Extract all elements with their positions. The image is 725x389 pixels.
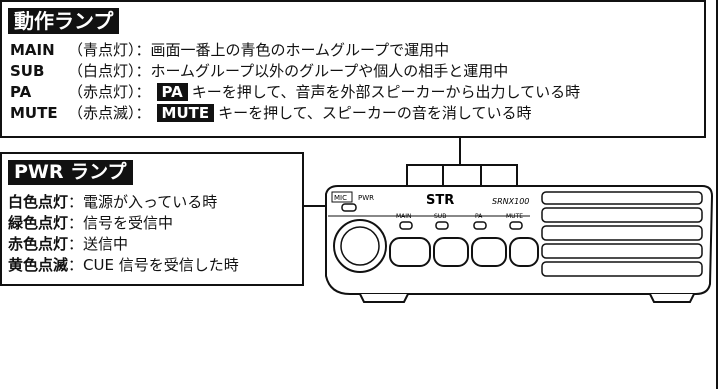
lamp-label-main: MAIN	[396, 213, 412, 220]
status-desc-after: キーを押して、音声を外部スピーカーから出力している時	[191, 83, 581, 101]
speaker-grille-slot	[541, 191, 703, 205]
status-desc: （青点灯）：画面一番上の青色のホームグループで運用中	[68, 41, 450, 59]
status-lamp-panel: 動作ランプ MAIN （青点灯）：画面一番上の青色のホームグループで運用中 SUB…	[0, 0, 706, 138]
pwr-label: PWR	[358, 194, 374, 202]
page-margin-rule	[716, 0, 718, 389]
sub-button[interactable]	[433, 237, 469, 267]
power-state: 黄色点滅	[8, 256, 69, 274]
power-row: 白色点灯：電源が入っている時	[8, 194, 217, 211]
status-code: MUTE	[10, 104, 58, 122]
main-button[interactable]	[389, 237, 431, 267]
mute-button[interactable]	[509, 237, 539, 267]
pwr-lamp	[341, 203, 357, 212]
mic-label: MIC	[334, 194, 347, 202]
brand-logo: STR	[426, 193, 454, 208]
speaker-grille-slot	[541, 261, 703, 277]
pa-button[interactable]	[471, 237, 507, 267]
power-desc: ：信号を受信中	[68, 214, 174, 232]
status-code: SUB	[10, 62, 45, 80]
radio-device-illustration: MIC PWR STR SRNX100 MAIN SUB PA MUTE	[325, 185, 714, 303]
speaker-grille-slot	[541, 225, 703, 241]
power-desc: ：CUE 信号を受信した時	[68, 256, 239, 274]
model-label: SRNX100	[492, 197, 529, 206]
status-desc: （赤点灯）：	[68, 83, 151, 101]
power-row: 赤色点灯：送信中	[8, 236, 128, 253]
power-state: 緑色点灯	[8, 214, 69, 232]
power-lamp-title: PWR ランプ	[8, 160, 133, 185]
status-row-sub: SUB （白点灯）：ホームグループ以外のグループや個人の相手と運用中	[10, 63, 508, 80]
power-desc: ：電源が入っている時	[68, 193, 218, 211]
status-desc: （赤点滅）：	[68, 104, 151, 122]
power-state: 赤色点灯	[8, 235, 69, 253]
power-lamp-panel: PWR ランプ 白色点灯：電源が入っている時 緑色点灯：信号を受信中 赤色点灯：…	[0, 152, 304, 286]
pa-key-chip: PA	[156, 83, 188, 101]
lamp-label-pa: PA	[475, 213, 483, 220]
mute-lamp	[509, 221, 523, 230]
mute-key-chip: MUTE	[156, 104, 215, 122]
pwr-pointer-line	[304, 205, 340, 207]
speaker-grille-slot	[541, 243, 703, 259]
status-code: MAIN	[10, 41, 55, 59]
status-lamp-title: 動作ランプ	[8, 8, 120, 34]
speaker-grille-slot	[541, 207, 703, 223]
status-desc-after: キーを押して、スピーカーの音を消している時	[218, 104, 532, 122]
status-desc: （白点灯）：ホームグループ以外のグループや個人の相手と運用中	[68, 62, 509, 80]
power-row: 緑色点灯：信号を受信中	[8, 215, 173, 232]
status-row-main: MAIN （青点灯）：画面一番上の青色のホームグループで運用中	[10, 42, 449, 59]
pa-lamp	[473, 221, 487, 230]
lamp-label-sub: SUB	[434, 213, 446, 220]
lamp-label-mute: MUTE	[506, 213, 523, 220]
power-row: 黄色点滅：CUE 信号を受信した時	[8, 257, 239, 274]
connector-line	[459, 136, 461, 165]
status-code: PA	[10, 83, 32, 101]
power-desc: ：送信中	[68, 235, 129, 253]
main-lamp	[399, 221, 413, 230]
power-state: 白色点灯	[8, 193, 69, 211]
connector-bar	[406, 164, 516, 166]
sub-lamp	[435, 221, 449, 230]
